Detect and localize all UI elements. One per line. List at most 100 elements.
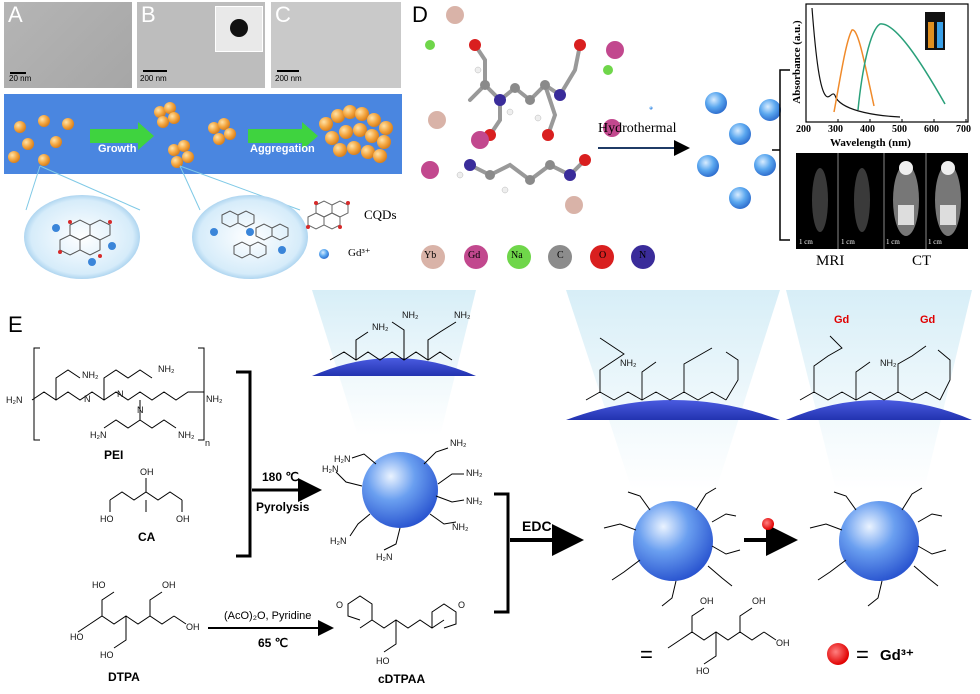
cdtpaa-label: cDTPAA (378, 672, 426, 686)
gd-ion-label: Gd³⁺ (880, 647, 914, 664)
atom-label-c: C (557, 250, 564, 261)
hydrothermal-label: Hydrothermal (598, 121, 677, 136)
svg-text:OH: OH (776, 638, 790, 648)
atom-label-yb: Yb (424, 250, 437, 261)
gd-ion-legend-dot (827, 643, 849, 665)
pei-label: PEI (104, 448, 124, 462)
svg-text:H₂N: H₂N (330, 536, 347, 546)
svg-text:OH: OH (752, 596, 766, 606)
svg-text:HO: HO (100, 514, 114, 524)
svg-text:HO: HO (376, 656, 390, 666)
x-tick: 600 (924, 124, 939, 135)
cqd-dots (8, 115, 74, 166)
result-bracket (772, 69, 790, 241)
svg-text:HO: HO (70, 632, 84, 642)
ca-label: CA (138, 530, 156, 544)
dtpa-label: DTPA (108, 670, 140, 684)
cdtpaa-structure (347, 595, 457, 653)
dtpa-ligand-icons (603, 487, 741, 607)
edc-label: EDC (522, 518, 552, 534)
imaging-scale: 1 cm (886, 238, 900, 246)
svg-text:NH₂: NH₂ (158, 364, 175, 374)
svg-text:NH₂: NH₂ (82, 370, 99, 380)
scale-label-b: 200 nm (140, 74, 167, 83)
svg-text:O: O (336, 600, 343, 610)
svg-text:NH₂: NH₂ (880, 358, 897, 368)
dtpa-structure (77, 591, 187, 649)
svg-text:HO: HO (100, 650, 114, 660)
scale-label-c: 200 nm (275, 74, 302, 83)
molecule-structures (421, 6, 624, 214)
svg-text:NH₂: NH₂ (178, 430, 195, 440)
cqd-droplet-single (24, 195, 140, 279)
tem-image-c: C 200 nm (271, 2, 401, 88)
atom-label-na: Na (511, 250, 523, 261)
atom-label-o: O (599, 250, 607, 261)
absorbance-chart (805, 3, 969, 123)
svg-text:OH: OH (186, 622, 200, 632)
grown-clusters (154, 102, 236, 168)
svg-text:NH₂: NH₂ (466, 496, 483, 506)
imaging-panels (796, 153, 968, 249)
cqd-legend-icon (307, 200, 349, 230)
svg-text:H₂N: H₂N (6, 395, 23, 405)
svg-text:HO: HO (696, 666, 710, 676)
amine-cqd-sphere (362, 452, 438, 528)
svg-text:H₂N: H₂N (322, 464, 339, 474)
tem-image-a: A 20 nm (4, 2, 132, 88)
svg-text:HO: HO (92, 580, 106, 590)
svg-text:O: O (458, 600, 465, 610)
svg-text:NH₂: NH₂ (372, 322, 389, 332)
aggregated-cluster (319, 105, 393, 163)
tem-inset-b (215, 6, 263, 52)
chart-xticks: 200 300 400 500 600 700 (796, 124, 980, 136)
atom-legend (421, 245, 655, 269)
scale-bar-c (277, 70, 299, 72)
growth-label: Growth (98, 143, 137, 155)
mri-label: MRI (816, 253, 845, 269)
aggregation-label: Aggregation (250, 143, 315, 155)
reactants-bracket (236, 370, 252, 558)
tem-image-b: B 200 nm (137, 2, 265, 88)
svg-text:N: N (84, 394, 91, 404)
panel-label-e: E (8, 312, 23, 337)
svg-text:OH: OH (176, 514, 190, 524)
imaging-scale: 1 cm (841, 238, 855, 246)
gd-center-label-1: Gd (834, 314, 850, 326)
scale-bar-a (10, 72, 26, 74)
gd-center-label-2: Gd (920, 314, 936, 326)
panel-label-a: A (8, 2, 23, 27)
pyrolysis-temp: 180 ℃ (262, 470, 299, 484)
x-tick: 500 (892, 124, 907, 135)
svg-text:OH: OH (700, 596, 714, 606)
ct-label: CT (912, 253, 932, 269)
x-tick: 300 (828, 124, 843, 135)
growth-arrow (90, 122, 154, 150)
x-tick: 400 (860, 124, 875, 135)
pei-structure (31, 347, 205, 441)
panel-label-b: B (141, 2, 156, 27)
product-nanoparticles (649, 92, 781, 209)
imaging-scale-labels: 1 cm 1 cm 1 cm 1 cm (796, 238, 968, 248)
svg-text:OH: OH (162, 580, 176, 590)
scale-bar-b (143, 70, 167, 72)
svg-text:NH₂: NH₂ (620, 358, 637, 368)
x-tick: 200 (796, 124, 811, 135)
gd-cqd-sphere (839, 501, 919, 581)
gd-legend-dot (319, 249, 329, 259)
svg-text:H₂N: H₂N (376, 552, 393, 562)
svg-text:NH₂: NH₂ (450, 438, 467, 448)
pyrolysis-label: Pyrolysis (256, 500, 310, 514)
cqd-droplet-aggregate (192, 195, 308, 279)
svg-text:N: N (117, 389, 124, 399)
atom-legend-labels: Yb Gd Na C O N (421, 250, 661, 266)
ligand-legend-structure (667, 607, 777, 665)
ca-structure (109, 478, 183, 512)
imaging-scale: 1 cm (928, 238, 942, 246)
chart-xlabel: Wavelength (nm) (830, 137, 911, 149)
scale-label-a: 20 nm (9, 74, 32, 83)
chart-ylabel: Absorbance (a.u.) (791, 20, 803, 104)
x-tick: 700 (956, 124, 971, 135)
svg-text:NH₂: NH₂ (452, 522, 469, 532)
